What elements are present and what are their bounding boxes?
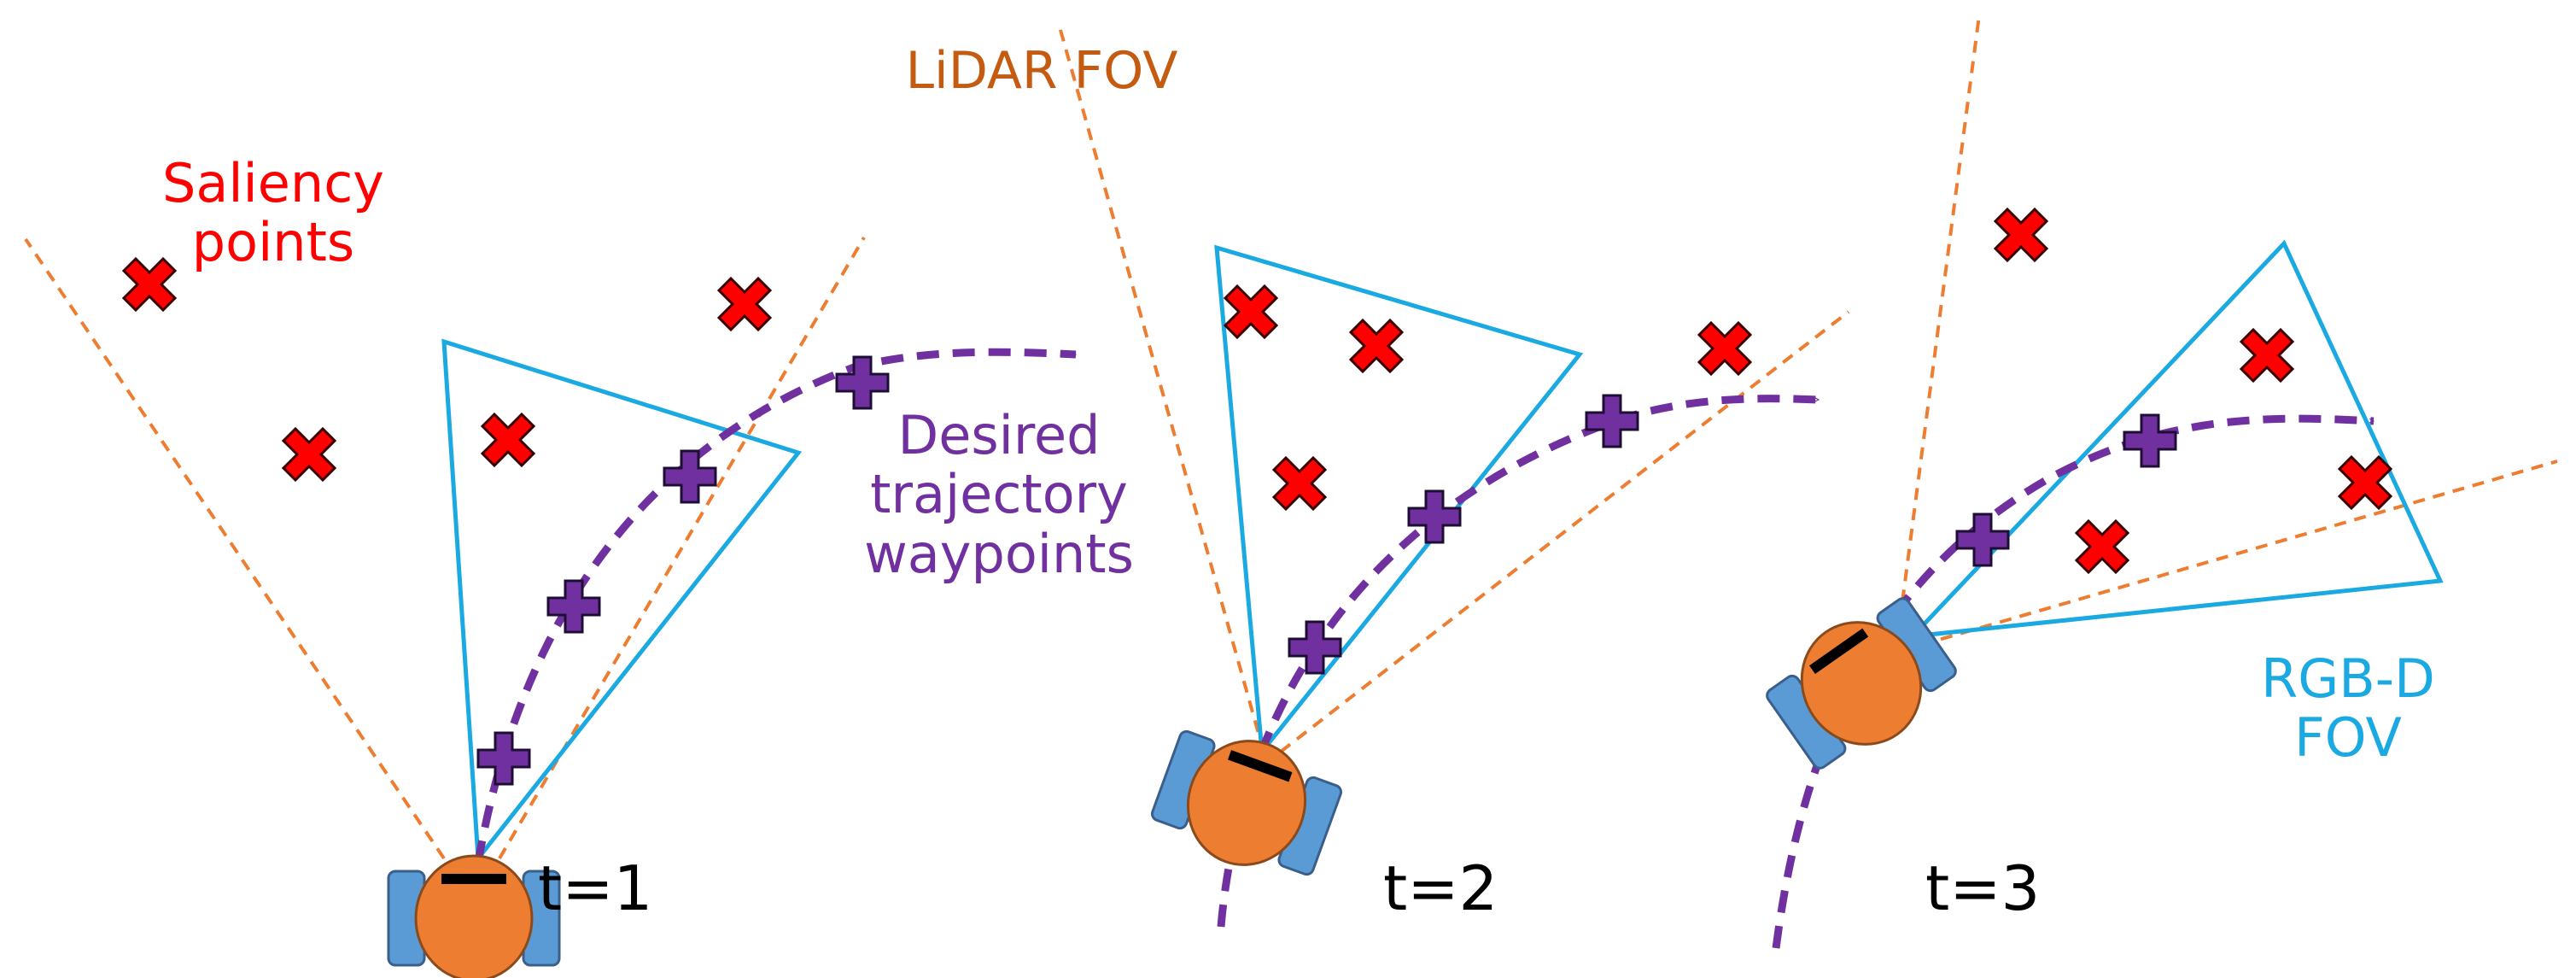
rgbd-fov-triangle (1214, 244, 1584, 758)
saliency-marker (282, 427, 336, 482)
rgbd-fov-triangle (1907, 239, 2444, 640)
lidar-fov-line (1057, 23, 1265, 753)
rgbd-fov-label: RGB-D FOV (2261, 647, 2435, 770)
robot-heading-bar (1227, 750, 1293, 782)
saliency-marker (1272, 456, 1327, 511)
lidar-fov-line (1279, 310, 1850, 753)
time-label-t1: t=1 (538, 852, 653, 924)
saliency-marker (1994, 208, 2048, 262)
time-label-t2: t=2 (1383, 852, 1498, 924)
trajectory-path (1772, 414, 2375, 949)
panel-t3 (1766, 15, 2558, 949)
panel-t2 (1057, 23, 1850, 928)
saliency-marker (717, 277, 772, 331)
waypoint-marker (1585, 394, 1639, 448)
robot (387, 854, 561, 978)
saliency-marker (1224, 284, 1278, 339)
trajectory-path (474, 348, 1078, 864)
robot-heading-bar (1809, 628, 1869, 675)
saliency-marker (1349, 319, 1404, 373)
saliency-marker (2338, 455, 2392, 510)
panel-t1 (24, 236, 1078, 978)
lidar-fov-line (498, 236, 866, 860)
waypoint-marker (663, 449, 717, 504)
desired-trajectory-label: Desired trajectory waypoints (864, 404, 1134, 585)
waypoint-marker (476, 731, 531, 786)
saliency-marker (2075, 519, 2129, 574)
lidar-fov-label: LiDAR FOV (905, 41, 1178, 101)
robot (1766, 597, 1957, 770)
waypoint-marker (1955, 512, 2010, 567)
robot-heading-bar (441, 874, 506, 884)
waypoint-marker (2123, 413, 2177, 468)
saliency-marker (481, 413, 535, 467)
lidar-fov-line (24, 237, 446, 860)
saliency-points-label: Saliency points (161, 152, 385, 274)
robot-body (414, 854, 534, 978)
saliency-marker (1697, 321, 1752, 376)
time-label-t3: t=3 (1925, 852, 2041, 924)
lidar-fov-line (1920, 460, 2558, 647)
waypoint-marker (835, 355, 890, 410)
rgbd-fov-triangle (441, 338, 803, 864)
robot (1150, 729, 1343, 876)
saliency-marker (2240, 328, 2294, 383)
